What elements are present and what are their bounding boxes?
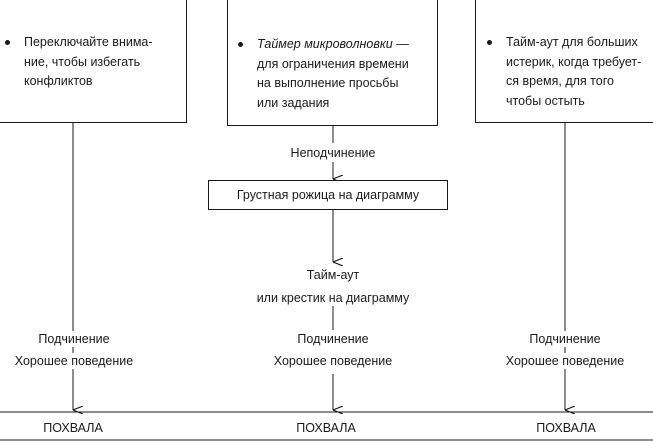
left-bullet-dot [5,40,10,45]
middle-bullet-rest: для ограничения времени на выполнение пр… [257,56,409,110]
middle-cross-label: или крестик на диаграмму [256,291,410,305]
right-bullet-text: Тайм-аут для больших истерик, когда треб… [506,35,642,108]
right-obedience-label: Подчинение [490,331,640,347]
left-bullet-text: Переключайте внима- ние, чтобы избегать … [24,35,153,88]
middle-timeout-label: Тайм-аут [306,268,360,282]
middle-praise-label: ПОХВАЛА [296,421,356,435]
middle-disobedience-label: Неподчинение [290,146,376,160]
middle-strategy-box [227,0,438,126]
right-good-behavior-label: Хорошее поведение [490,353,640,369]
middle-bullet-text: Таймер микроволновки — для ограничения в… [257,35,409,113]
left-obedience-label: Подчинение [0,331,148,347]
right-praise-label: ПОХВАЛА [536,421,596,435]
left-strategy-box [0,0,187,123]
middle-bullet-italic: Таймер микроволновки [257,37,393,51]
right-strategy-box [475,0,653,123]
middle-bullet-dot [238,42,243,47]
middle-obedience-label: Подчинение [297,332,369,346]
sad-face-box [208,180,448,210]
left-praise-label: ПОХВАЛА [43,421,103,435]
middle-bullet-dash: — [392,37,409,51]
middle-good-behavior-label: Хорошее поведение [273,354,393,368]
sad-face-box-label: Грустная рожица на диаграмму [236,188,420,202]
right-bullet-dot [487,40,492,45]
left-good-behavior-label: Хорошее поведение [0,353,148,369]
